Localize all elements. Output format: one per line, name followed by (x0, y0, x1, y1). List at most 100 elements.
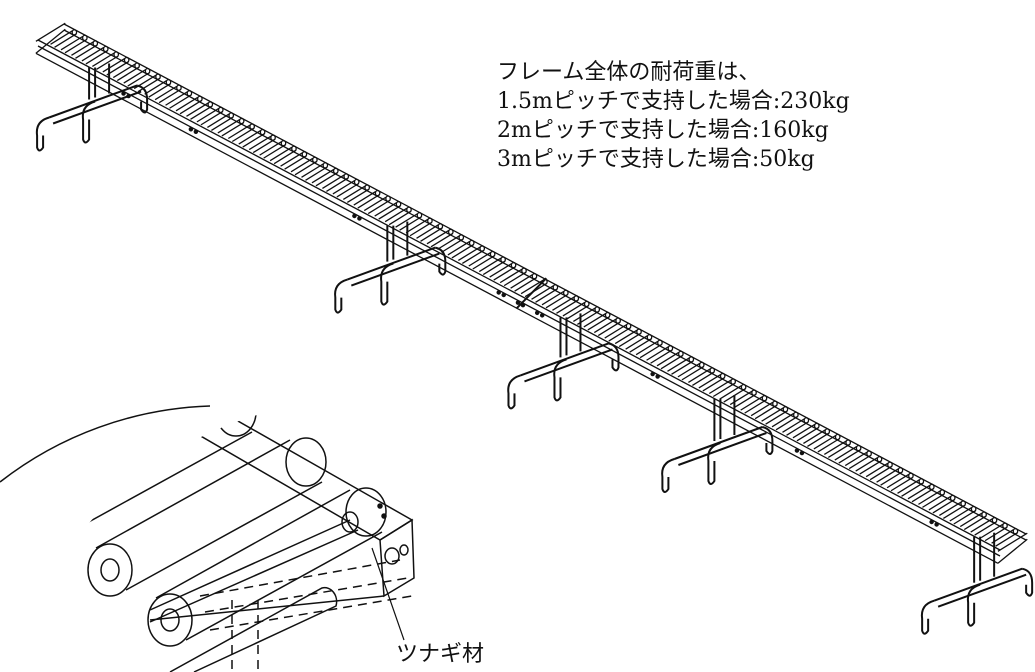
roller-bottom-line (880, 471, 903, 486)
roller-end-cap (238, 117, 245, 125)
roller-end-cap (291, 145, 297, 152)
bolt-hole (515, 300, 521, 305)
detail-frame-rail (149, 595, 385, 621)
detail-roller-bearing (30, 508, 50, 532)
stand-foot-center (966, 583, 981, 627)
roller-bottom-line (462, 249, 485, 265)
roller-top-line (970, 518, 993, 533)
roller-top-line (447, 240, 471, 256)
end-cap-right-bottom (997, 538, 1028, 564)
roller (353, 189, 381, 209)
roller-end-cap (782, 406, 789, 413)
roller-end-cap (165, 78, 172, 86)
roller-top-line (238, 130, 261, 145)
roller-end-cap (468, 239, 475, 247)
roller-top-line (311, 168, 335, 184)
roller-bottom-line (786, 421, 809, 436)
roller (259, 139, 287, 159)
roller (489, 261, 517, 281)
roller-top-line (740, 396, 763, 411)
stand-foot-right (136, 84, 149, 114)
detail-roller-end (147, 593, 193, 647)
stand-base-bar (350, 252, 440, 287)
roller-end-cap (678, 350, 684, 358)
roller-end-cap (552, 284, 559, 291)
roller (552, 295, 580, 314)
detail-hole (377, 503, 383, 509)
end-cap-left (35, 22, 66, 42)
roller-end-cap (625, 322, 632, 330)
roller (593, 317, 621, 337)
detail-bolt-head (384, 547, 400, 565)
detail-bolt-nut (399, 544, 409, 556)
roller-top-line (154, 85, 178, 101)
roller-end-cap (322, 162, 329, 169)
roller-bottom-line (315, 171, 339, 187)
roller-top-line (939, 501, 962, 517)
bolt-hole (799, 450, 805, 456)
roller-end-cap (887, 461, 893, 468)
roller (280, 151, 308, 170)
roller (541, 289, 569, 309)
detail-splice-bar-edge (149, 529, 359, 623)
roller (771, 411, 799, 431)
roller (238, 128, 266, 148)
roller-top-line (332, 179, 356, 195)
stand-base-bar (678, 432, 767, 466)
roller-bottom-line (702, 376, 726, 392)
roller-top-line (552, 296, 575, 311)
roller-end-cap (949, 494, 956, 502)
roller-top-line (541, 290, 565, 306)
roller-end-cap (657, 339, 663, 347)
roller-top-line (593, 318, 617, 334)
load-capacity-heading: フレーム全体の耐荷重は、 (497, 60, 761, 85)
roller-bottom-line (430, 232, 454, 248)
roller-top-line (280, 152, 303, 167)
roller-bottom-line (587, 315, 610, 331)
roller-end-cap (81, 34, 88, 42)
roller (133, 73, 161, 93)
roller-top-line (656, 351, 680, 367)
roller-top-line (876, 468, 899, 483)
roller-bottom-line (901, 482, 924, 497)
roller (196, 106, 224, 126)
stand (920, 532, 1034, 635)
roller (792, 422, 820, 442)
roller-top-line (269, 146, 293, 162)
roller (677, 361, 705, 381)
roller-bottom-line (211, 116, 234, 131)
roller (50, 29, 78, 48)
roller-top-line (677, 362, 701, 378)
roller (175, 95, 203, 115)
roller-end-cap (939, 489, 946, 496)
roller-bottom-line (817, 437, 841, 453)
roller-top-line (499, 268, 523, 284)
roller-bottom-line (242, 133, 265, 148)
roller-end-cap (364, 184, 371, 191)
roller-bottom-line (190, 105, 213, 120)
roller-top-line (520, 279, 544, 295)
roller-end-cap (834, 433, 841, 441)
roller (416, 223, 444, 242)
roller-bottom-line (221, 121, 245, 137)
roller-top-line (855, 457, 878, 472)
roller-end-cap (970, 505, 977, 513)
roller-end-cap (416, 212, 423, 219)
roller-end-cap (510, 261, 517, 269)
roller-bottom-line (378, 205, 401, 220)
roller-bottom-line (326, 177, 349, 192)
roller (384, 206, 412, 226)
bolt-hole (121, 91, 126, 96)
roller-bottom-line (984, 526, 1008, 542)
roller-top-line (688, 368, 711, 383)
detail-hole (381, 513, 387, 519)
roller (60, 34, 88, 54)
roller-end-cap (458, 234, 465, 241)
roller (269, 145, 297, 165)
bolt-hole (650, 371, 655, 377)
bolt-hole (520, 302, 526, 308)
roller (478, 256, 506, 276)
roller-bottom-line (712, 382, 736, 398)
roller-top-line (698, 373, 722, 389)
detail-roller-bottom-edge (125, 481, 323, 591)
